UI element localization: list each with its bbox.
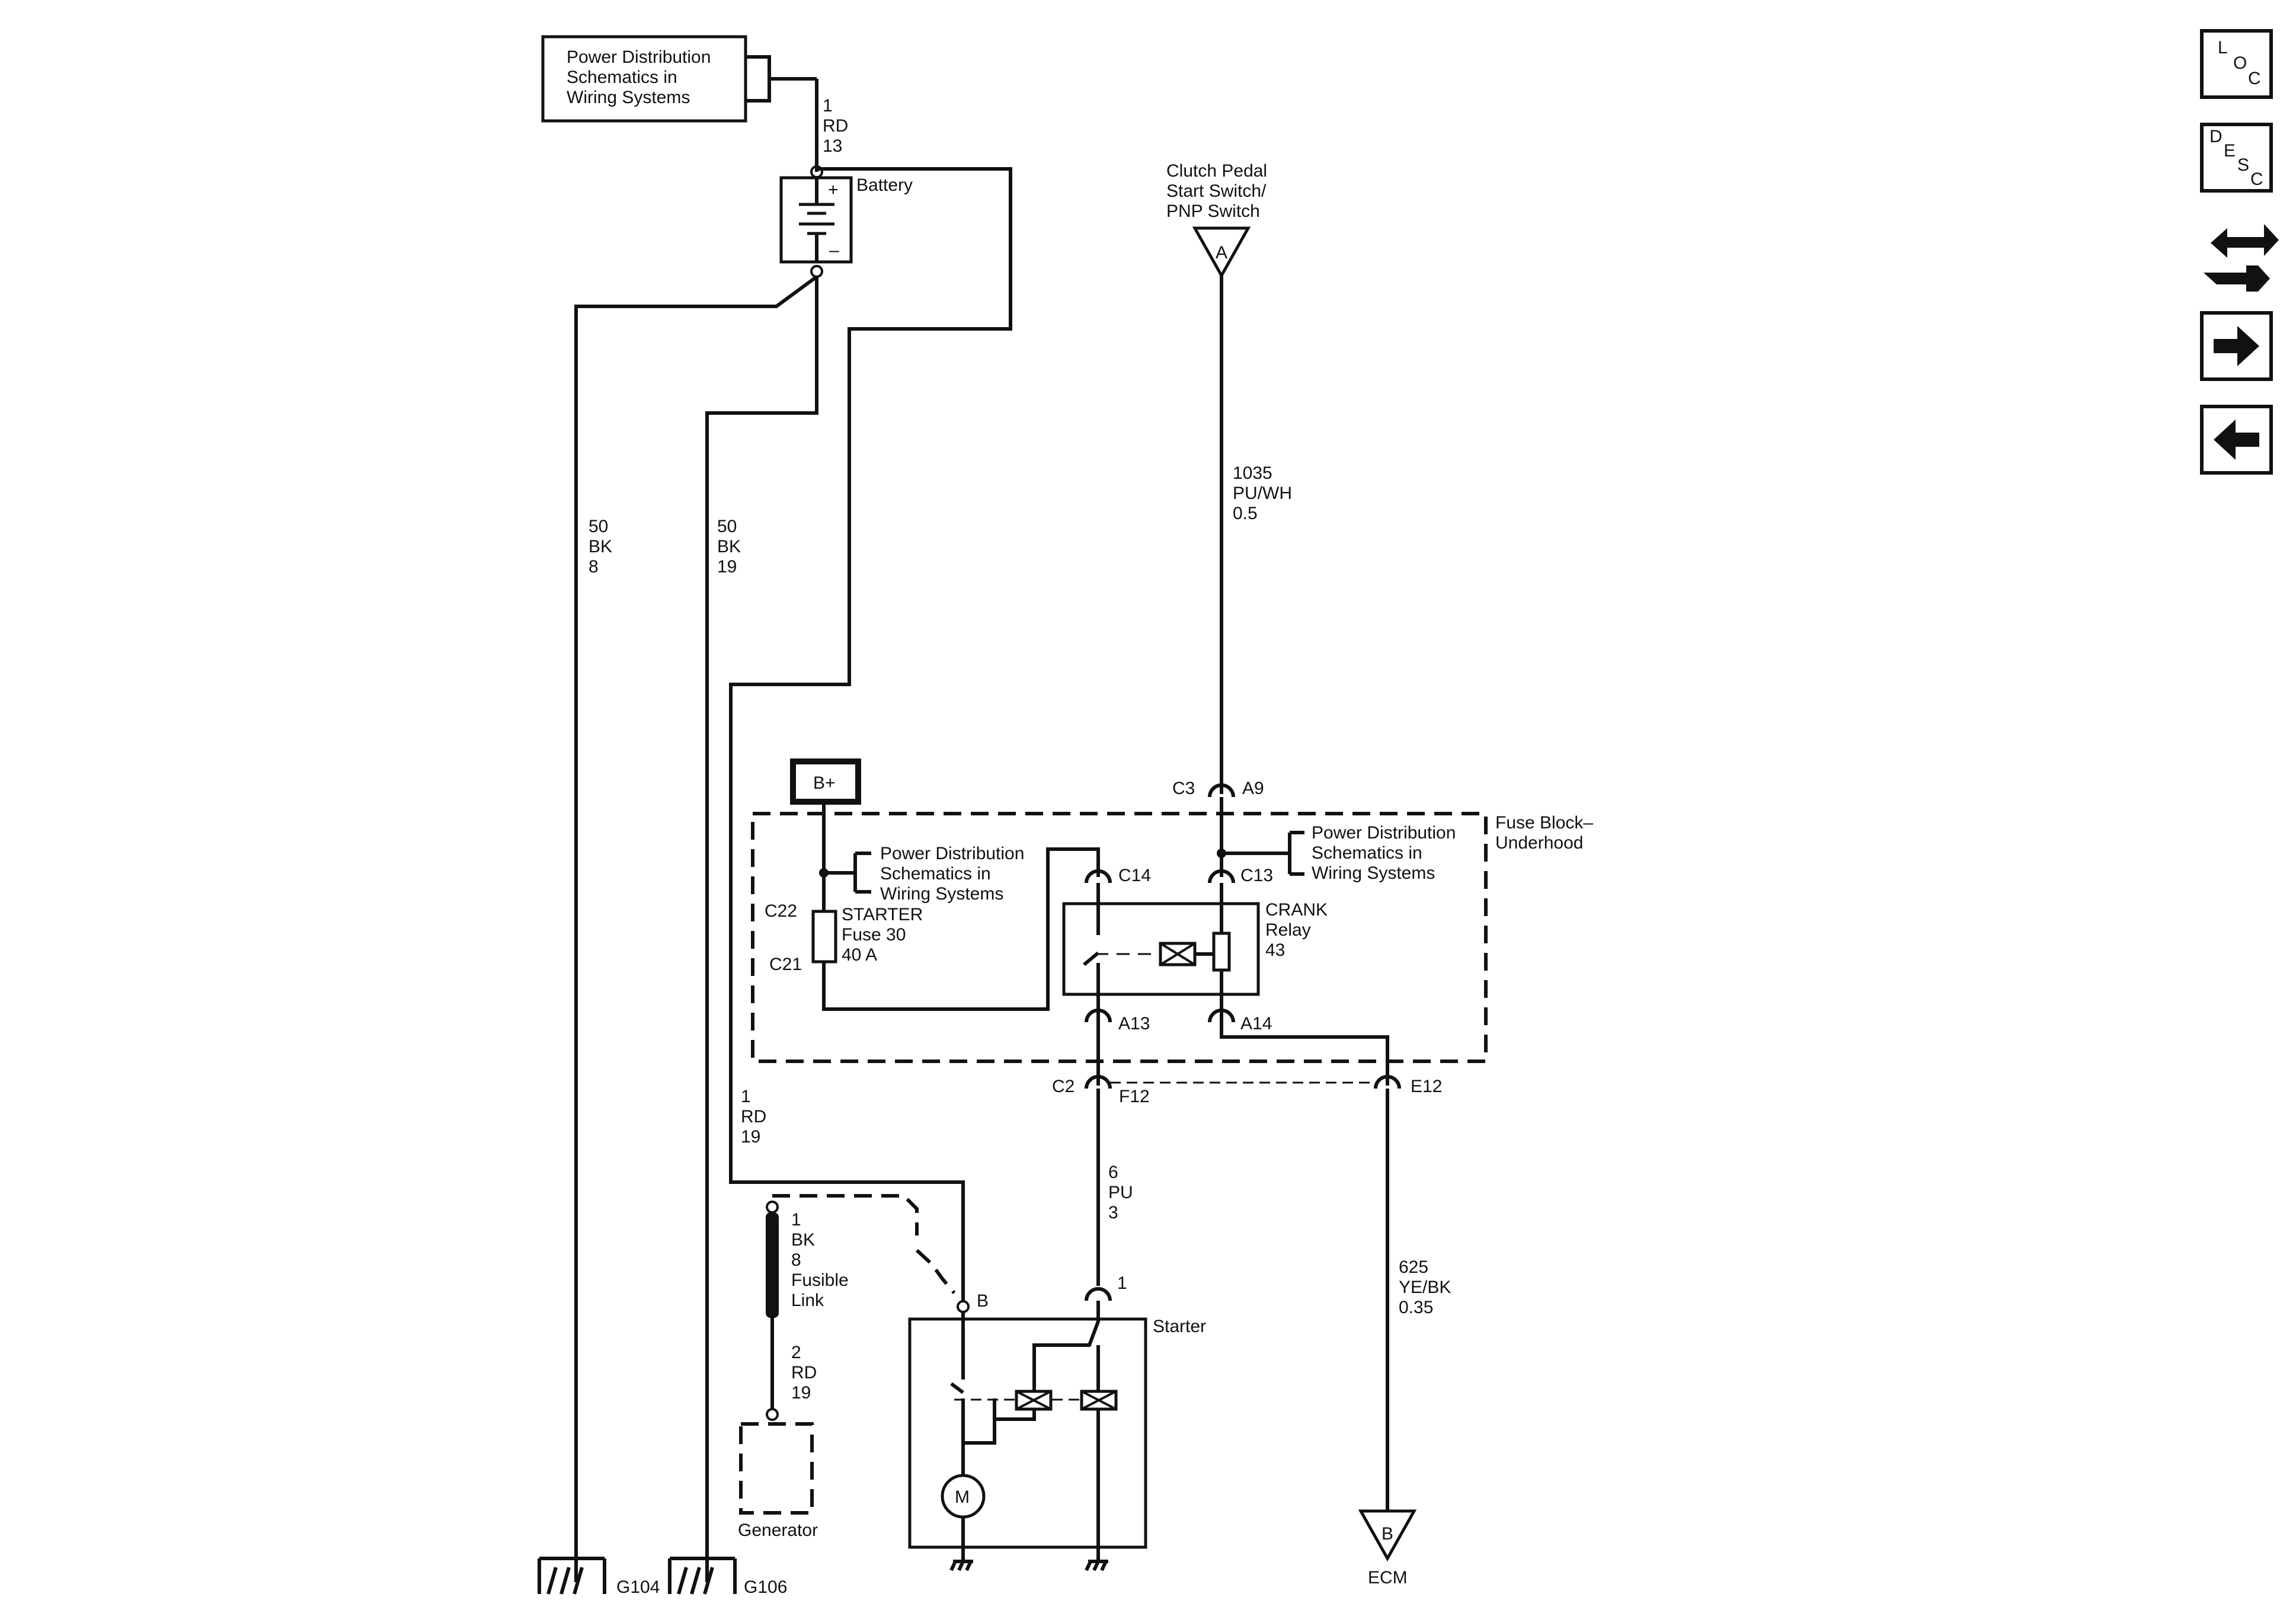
fuse-block-underhood: Fuse Block–Underhood B+ Power Distributi… xyxy=(751,758,1593,1086)
e12-label: E12 xyxy=(1411,1077,1442,1096)
f12-label: F12 xyxy=(1119,1087,1150,1106)
battery-positive-wire xyxy=(729,167,1012,1301)
desc-letter-e: E xyxy=(2224,141,2236,161)
starter-terminal-b: B xyxy=(977,1291,989,1311)
g106-label: G106 xyxy=(744,1577,787,1597)
a9-label: A9 xyxy=(1242,779,1264,798)
wrench-route-icon[interactable] xyxy=(2204,224,2279,292)
b-plus-label: B+ xyxy=(813,773,836,793)
loc-letter-c: C xyxy=(2248,69,2261,88)
battery-label: Battery xyxy=(856,175,913,195)
generator-label: Generator xyxy=(738,1521,818,1540)
generator: Generator xyxy=(738,1422,818,1540)
a13-label: A13 xyxy=(1118,1014,1150,1033)
loc-letter-l: L xyxy=(2218,38,2228,57)
c2-label: C2 xyxy=(1052,1077,1075,1096)
starter: B 1 Starter M xyxy=(908,1273,1206,1571)
c22-label: C22 xyxy=(765,901,797,921)
ground-wire-g104 xyxy=(574,275,818,1582)
next-page-button[interactable] xyxy=(2200,311,2273,381)
c13-label: C13 xyxy=(1240,866,1273,885)
battery-plus: + xyxy=(828,180,839,200)
desc-button[interactable]: D E S C xyxy=(2200,123,2273,193)
ecm-connector: B ECM xyxy=(1358,1509,1417,1587)
arrow-left-icon xyxy=(2214,420,2259,460)
starter-label: Starter xyxy=(1153,1317,1206,1336)
g104-label: G104 xyxy=(616,1577,660,1597)
previous-page-button[interactable] xyxy=(2200,405,2273,475)
connector-row-c2-e12: C2 F12 E12 xyxy=(1052,1075,1442,1511)
fuse-block-title: Fuse Block–Underhood xyxy=(1495,813,1593,853)
ground-g104: G104 xyxy=(538,1557,660,1597)
ecm-connector-letter: B xyxy=(1382,1524,1393,1544)
ground-g106: G106 xyxy=(668,1557,787,1597)
loc-letter-o: O xyxy=(2233,53,2247,73)
ecm-label: ECM xyxy=(1368,1568,1408,1587)
desc-letter-s: S xyxy=(2237,155,2249,175)
c3-label: C3 xyxy=(1172,779,1195,798)
loc-button[interactable]: L O C xyxy=(2200,29,2273,99)
arrow-right-icon xyxy=(2214,326,2259,366)
starter-motor: M xyxy=(955,1487,970,1507)
clutch-switch-connector: A xyxy=(1216,243,1227,263)
c14-label: C14 xyxy=(1118,866,1151,885)
a14-label: A14 xyxy=(1240,1014,1272,1033)
ground-wire-g106 xyxy=(705,277,818,1582)
desc-letter-d: D xyxy=(2209,127,2223,146)
c21-label: C21 xyxy=(769,955,802,974)
starter-terminal-1: 1 xyxy=(1117,1273,1127,1293)
desc-letter-c: C xyxy=(2250,169,2263,189)
battery-minus: – xyxy=(829,241,839,260)
